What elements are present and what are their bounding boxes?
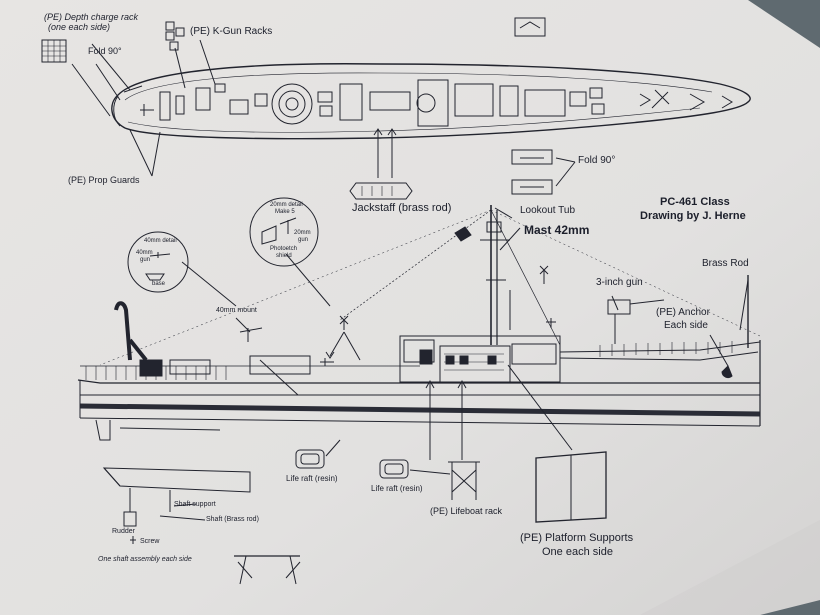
brass-rod-label: Brass Rod xyxy=(702,258,749,269)
depth-charge-label-2: (one each side) xyxy=(48,22,111,32)
anchor-label-2: Each side xyxy=(664,320,708,331)
liferaft-label-1: Life raft (resin) xyxy=(286,474,338,483)
detail-circle-20mm xyxy=(249,197,319,267)
detail40-base: base xyxy=(152,281,166,287)
lookout-tub-label: Lookout Tub xyxy=(520,205,576,216)
hull-plan-view xyxy=(111,63,751,140)
detail20-gun-2: gun xyxy=(298,237,309,243)
detail20-title-1: 20mm detail xyxy=(270,202,303,208)
shaft-support-label: Shaft support xyxy=(174,501,216,508)
fold-part-mid xyxy=(511,149,553,165)
inch-gun-label: 3-inch gun xyxy=(596,277,643,288)
platform-supports-label-1: (PE) Platform Supports xyxy=(520,532,634,544)
title-line-2: Drawing by J. Herne xyxy=(640,210,746,222)
prop-guards-label: (PE) Prop Guards xyxy=(68,175,140,185)
lifeboat-part xyxy=(349,182,413,200)
lifeboat-rack-label: (PE) Lifeboat rack xyxy=(430,506,503,516)
depth-charge-label-1: (PE) Depth charge rack xyxy=(44,12,139,22)
screw-label: Screw xyxy=(140,538,160,545)
title-line-1: PC-461 Class xyxy=(660,196,730,208)
jackstaff-label: Jackstaff (brass rod) xyxy=(352,202,452,214)
detail40-gun-2: gun xyxy=(140,257,151,263)
detail40-title: 40mm detail xyxy=(144,238,177,244)
lifeboat-rack-part xyxy=(448,461,480,500)
detail40-gun-1: 40mm xyxy=(136,250,153,256)
mount40-label: 40mm mount xyxy=(216,307,257,314)
detail20-title-2: Make 5 xyxy=(275,209,295,215)
rudder-part xyxy=(123,511,137,527)
anchor-label-1: (PE) Anchor xyxy=(656,307,710,318)
hull-side-view xyxy=(77,205,761,441)
fold-label-right: Fold 90° xyxy=(578,155,616,166)
shaft-assembly-label: One shaft assembly each side xyxy=(98,556,192,563)
detail20-shield-1: Photoetch xyxy=(270,246,298,252)
liferaft-label-2: Life raft (resin) xyxy=(371,484,423,493)
fold-label-left: Fold 90° xyxy=(88,46,122,56)
platform-supports-part xyxy=(535,451,607,523)
kgun-label: (PE) K-Gun Racks xyxy=(190,26,273,37)
platform-supports-label-2: One each side xyxy=(542,546,613,558)
fold-part-bottom xyxy=(511,179,553,195)
rudder-label: Rudder xyxy=(112,528,135,535)
mast-label: Mast 42mm xyxy=(524,223,590,237)
detail20-shield-2: shield xyxy=(276,253,292,259)
shaft-brass-label: Shaft (Brass rod) xyxy=(206,516,259,523)
detail-circle-40mm xyxy=(127,231,189,293)
detail20-gun-1: 20mm xyxy=(294,230,311,236)
fold-part-top xyxy=(514,17,546,37)
life-raft-part-1 xyxy=(295,449,325,469)
life-raft-part-2 xyxy=(379,459,409,479)
drawing-lines xyxy=(41,17,761,585)
kgun-rack-parts xyxy=(165,21,185,51)
